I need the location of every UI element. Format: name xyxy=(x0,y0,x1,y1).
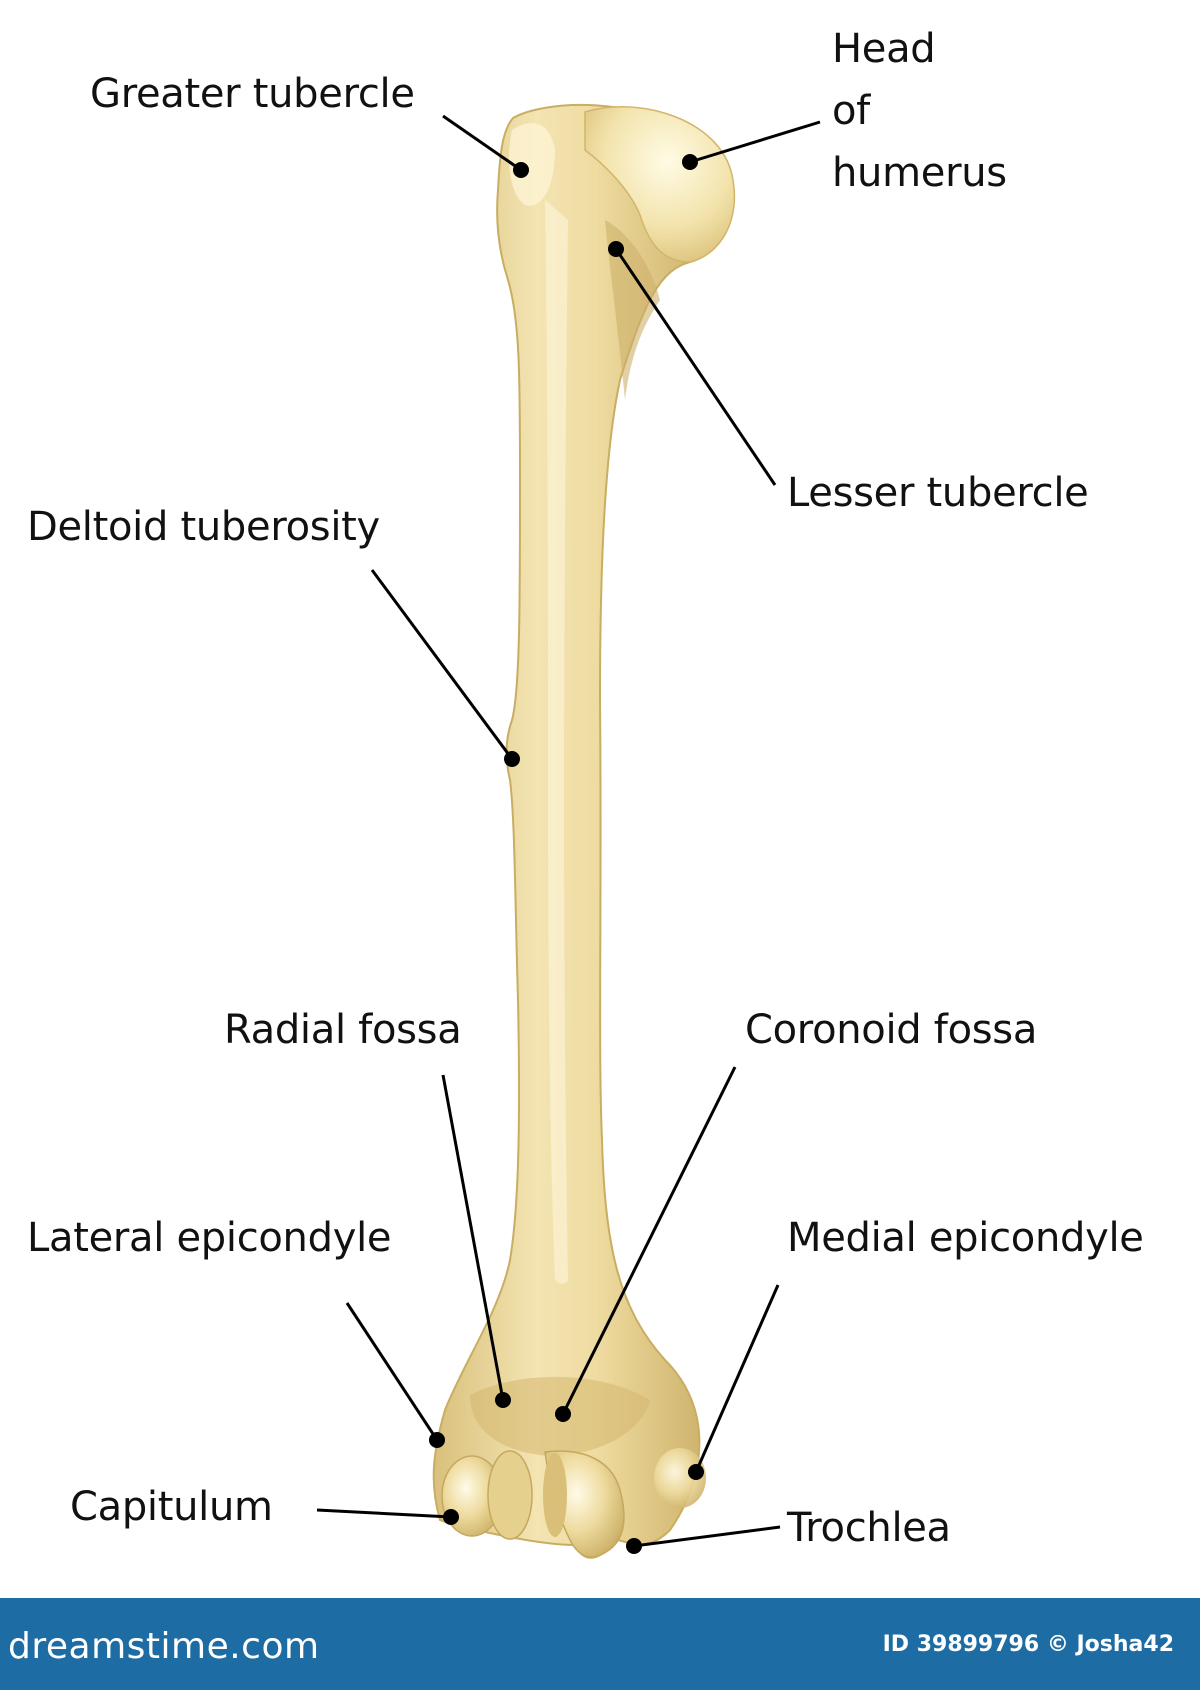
dot-coronoid-fossa xyxy=(555,1406,571,1422)
shaft-highlight xyxy=(545,200,568,1284)
leader-head-of-humerus xyxy=(689,120,821,164)
dot-trochlea xyxy=(626,1538,642,1554)
label-medial-epicondyle: Medial epicondyle xyxy=(787,1215,1144,1261)
dot-lesser-tubercle xyxy=(608,241,624,257)
dot-deltoid-tuberosity xyxy=(504,751,520,767)
intertubercular-groove xyxy=(605,220,660,400)
medial-epicondyle-shape xyxy=(654,1448,706,1508)
leader-trochlea xyxy=(633,1525,781,1548)
label-head-line-2: of xyxy=(832,88,870,134)
footer-bar: dreamstime.com ID 39899796 © Josha42 xyxy=(0,1598,1200,1690)
label-lateral-epicondyle: Lateral epicondyle xyxy=(27,1215,392,1261)
leader-lesser-tubercle xyxy=(614,248,777,486)
dot-capitulum xyxy=(443,1509,459,1525)
leader-lateral-epicondyle xyxy=(345,1302,439,1441)
leader-lines xyxy=(316,114,821,1548)
label-coronoid-fossa: Coronoid fossa xyxy=(745,1007,1038,1053)
label-trochlea: Trochlea xyxy=(787,1505,951,1551)
dot-radial-fossa xyxy=(495,1392,511,1408)
pointer-dots xyxy=(429,154,704,1554)
leader-coronoid-fossa xyxy=(561,1066,737,1415)
label-head-line-1: Head xyxy=(832,26,936,72)
humerus-bone xyxy=(432,104,729,1559)
humeral-head xyxy=(584,105,736,263)
leader-radial-fossa xyxy=(441,1074,505,1401)
label-head-of-humerus: Head of humerus xyxy=(832,18,1007,204)
leader-deltoid-tuberosity xyxy=(370,569,514,760)
footer-image-info: ID 39899796 © Josha42 xyxy=(882,1632,1174,1657)
label-lesser-tubercle: Lesser tubercle xyxy=(787,470,1089,516)
label-greater-tubercle: Greater tubercle xyxy=(90,71,415,117)
dot-lateral-epicondyle xyxy=(429,1432,445,1448)
trochlea-groove xyxy=(543,1453,567,1537)
leader-capitulum xyxy=(316,1508,452,1519)
leader-greater-tubercle xyxy=(442,114,522,172)
dot-head-of-humerus xyxy=(682,154,698,170)
label-radial-fossa: Radial fossa xyxy=(224,1007,462,1053)
capitulum-inner xyxy=(487,1450,533,1540)
dot-greater-tubercle xyxy=(513,162,529,178)
label-capitulum: Capitulum xyxy=(70,1484,273,1530)
dot-medial-epicondyle xyxy=(688,1464,704,1480)
footer-brand: dreamstime.com xyxy=(8,1626,320,1667)
label-head-line-3: humerus xyxy=(832,150,1007,196)
greater-tubercle-highlight xyxy=(508,123,555,206)
leader-medial-epicondyle xyxy=(694,1284,780,1473)
label-deltoid-tuberosity: Deltoid tuberosity xyxy=(27,504,380,550)
